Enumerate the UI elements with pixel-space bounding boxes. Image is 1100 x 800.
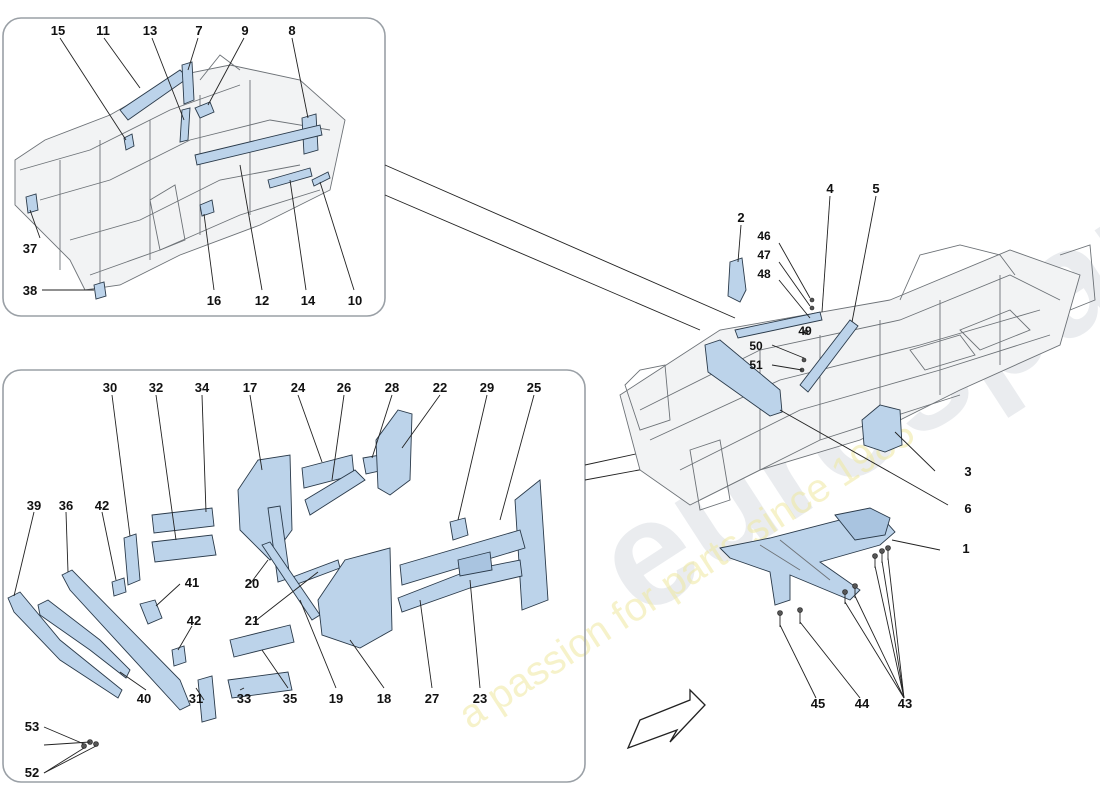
part-5-beam xyxy=(799,319,859,393)
callout-6: 6 xyxy=(964,501,971,516)
part-42a xyxy=(111,577,127,597)
part-37 xyxy=(25,193,39,214)
part-4-beam xyxy=(734,311,823,339)
callout-53: 53 xyxy=(25,719,39,734)
main-highlighted-parts xyxy=(704,257,903,453)
callout-20: 20 xyxy=(245,576,259,591)
part-2-bracket xyxy=(727,257,747,303)
callout-labels: 15 11 13 7 9 8 37 38 16 12 14 10 2 46 47… xyxy=(23,23,972,780)
part-14 xyxy=(267,167,313,189)
callout-39: 39 xyxy=(27,498,41,513)
callout-38: 38 xyxy=(23,283,37,298)
leader-lines xyxy=(13,37,949,774)
callout-4: 4 xyxy=(826,181,834,196)
callout-45: 45 xyxy=(811,696,825,711)
part-39 xyxy=(7,591,123,699)
top-inset-parts xyxy=(25,61,331,300)
callout-17: 17 xyxy=(243,380,257,395)
callout-1: 1 xyxy=(962,541,969,556)
part-23b xyxy=(457,551,493,577)
part-30 xyxy=(123,533,141,586)
callout-44: 44 xyxy=(855,696,870,711)
callout-47: 47 xyxy=(757,248,771,262)
callout-24: 24 xyxy=(291,380,306,395)
callout-36: 36 xyxy=(59,498,73,513)
callout-50: 50 xyxy=(749,339,763,353)
part-36 xyxy=(61,569,191,711)
part-35 xyxy=(229,624,295,658)
callout-41: 41 xyxy=(185,575,199,590)
callout-33: 33 xyxy=(237,691,251,706)
callout-34: 34 xyxy=(195,380,210,395)
part-27 xyxy=(399,529,526,586)
part-20 xyxy=(261,541,321,621)
callout-37: 37 xyxy=(23,241,37,256)
main-chassis-frame xyxy=(619,244,1096,511)
callout-29: 29 xyxy=(480,380,494,395)
part-32 xyxy=(151,534,217,563)
callout-25: 25 xyxy=(527,380,541,395)
callout-10: 10 xyxy=(348,293,362,308)
top-left-inset-frame xyxy=(2,17,386,317)
callout-42-upper: 42 xyxy=(95,498,109,513)
callout-22: 22 xyxy=(433,380,447,395)
callout-26: 26 xyxy=(337,380,351,395)
callout-11: 11 xyxy=(96,23,110,38)
callout-9: 9 xyxy=(241,23,248,38)
part-22 xyxy=(375,409,413,496)
callout-5: 5 xyxy=(872,181,879,196)
part-40 xyxy=(37,599,131,679)
callout-27: 27 xyxy=(425,691,439,706)
callout-8: 8 xyxy=(288,23,295,38)
part-1-subframe xyxy=(719,507,896,627)
callout-28: 28 xyxy=(385,380,399,395)
top-inset-chassis xyxy=(14,54,346,291)
callout-14: 14 xyxy=(301,293,316,308)
callout-7: 7 xyxy=(195,23,202,38)
part-31 xyxy=(197,675,217,723)
callout-15: 15 xyxy=(51,23,65,38)
callout-2: 2 xyxy=(737,210,744,225)
callout-51: 51 xyxy=(749,358,763,372)
part-7 xyxy=(181,61,195,105)
callout-32: 32 xyxy=(149,380,163,395)
callout-13: 13 xyxy=(143,23,157,38)
callout-18: 18 xyxy=(377,691,391,706)
callout-23: 23 xyxy=(473,691,487,706)
callout-30: 30 xyxy=(103,380,117,395)
callout-40: 40 xyxy=(137,691,151,706)
bottom-inset-parts xyxy=(7,409,549,749)
callout-49: 49 xyxy=(798,324,812,338)
part-15 xyxy=(123,133,135,151)
part-33 xyxy=(227,671,293,699)
part-6-bracket xyxy=(704,339,783,417)
front-direction-arrow-icon xyxy=(626,688,706,750)
callout-48: 48 xyxy=(757,267,771,281)
callout-3: 3 xyxy=(964,464,971,479)
callout-31: 31 xyxy=(189,691,203,706)
part-29 xyxy=(449,517,469,541)
callout-19: 19 xyxy=(329,691,343,706)
part-9 xyxy=(194,101,215,119)
bottom-left-inset-frame xyxy=(2,369,586,783)
part-12 xyxy=(194,124,323,166)
callout-52: 52 xyxy=(25,765,39,780)
callout-16: 16 xyxy=(207,293,221,308)
callout-46: 46 xyxy=(757,229,771,243)
part-3-block xyxy=(861,404,903,453)
callout-21: 21 xyxy=(245,613,259,628)
callout-43: 43 xyxy=(898,696,912,711)
part-16 xyxy=(199,199,215,217)
part-26 xyxy=(304,469,366,516)
part-38 xyxy=(93,281,107,300)
part-34 xyxy=(151,507,215,534)
part-18 xyxy=(317,547,393,649)
callout-42-lower: 42 xyxy=(187,613,201,628)
callout-35: 35 xyxy=(283,691,297,706)
callout-12: 12 xyxy=(255,293,269,308)
part-10 xyxy=(311,171,331,187)
